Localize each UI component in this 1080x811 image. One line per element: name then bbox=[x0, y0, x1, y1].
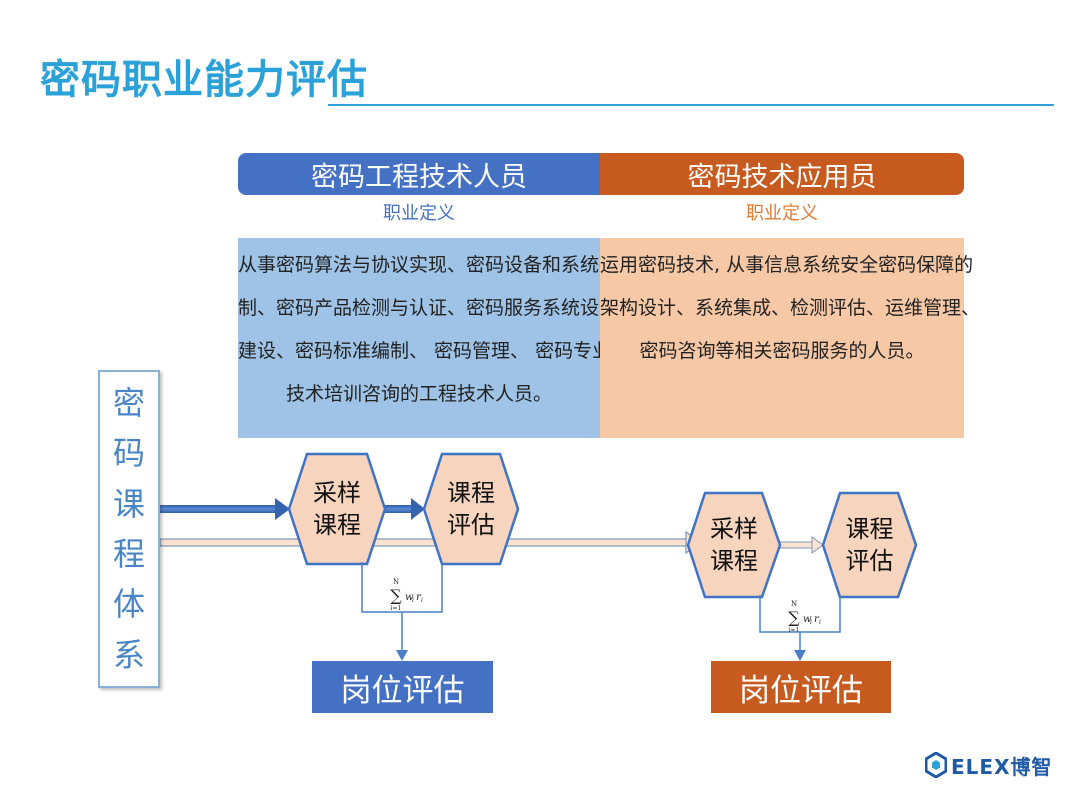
left-role-subtitle: 职业定义 bbox=[383, 203, 455, 224]
right-job-evaluation-box: 岗位评估 bbox=[711, 661, 891, 713]
definition-line: 从事密码算法与协议实现、密码设备和系统研 bbox=[238, 254, 619, 276]
curriculum-char: 密 bbox=[112, 384, 145, 423]
curriculum-char: 体 bbox=[112, 585, 145, 624]
orange-arrow-sample-to-eval bbox=[778, 536, 824, 554]
right-role-definition: 运用密码技术, 从事信息系统安全密码保障的 架构设计、系统集成、检测评估、运维管… bbox=[600, 238, 981, 438]
right-course-eval-label: 课程评估 bbox=[823, 510, 916, 580]
definition-line: 架构设计、系统集成、检测评估、运维管理、 bbox=[600, 297, 981, 319]
right-sample-course-label: 采样课程 bbox=[688, 510, 780, 580]
title-underline bbox=[328, 104, 1054, 106]
svg-text:w: w bbox=[405, 592, 414, 603]
svg-text:i: i bbox=[421, 597, 423, 604]
svg-text:∑: ∑ bbox=[788, 608, 800, 627]
svg-text:i: i bbox=[810, 619, 812, 626]
curriculum-char: 码 bbox=[112, 434, 145, 473]
right-sample-hexagon bbox=[686, 491, 782, 599]
left-sample-hexagon bbox=[287, 452, 387, 566]
left-role-definition: 从事密码算法与协议实现、密码设备和系统研 制、密码产品检测与认证、密码服务系统设… bbox=[238, 238, 619, 438]
svg-text:w: w bbox=[803, 614, 812, 625]
svg-text:∑: ∑ bbox=[390, 586, 402, 605]
curriculum-char: 课 bbox=[112, 484, 145, 523]
right-role-subtitle: 职业定义 bbox=[746, 203, 818, 224]
label-line: 采样 bbox=[313, 479, 361, 507]
right-eval-hexagon bbox=[821, 491, 918, 599]
label-line: 课程 bbox=[447, 479, 495, 507]
page-title: 密码职业能力评估 bbox=[40, 57, 368, 103]
svg-text:N: N bbox=[791, 600, 797, 608]
left-sample-course-label: 采样课程 bbox=[289, 474, 385, 544]
svg-text:i=1: i=1 bbox=[391, 605, 402, 612]
label-line: 评估 bbox=[845, 547, 894, 575]
svg-text:i=1: i=1 bbox=[789, 627, 800, 634]
definition-line: 运用密码技术, 从事信息系统安全密码保障的 bbox=[600, 254, 974, 276]
definition-line: 技术培训咨询的工程技术人员。 bbox=[285, 383, 552, 405]
blue-arrow-sample-to-eval bbox=[383, 498, 425, 520]
definition-line: 制、密码产品检测与认证、密码服务系统设计 bbox=[238, 297, 619, 319]
label-line: 采样 bbox=[710, 515, 758, 543]
svg-text:N: N bbox=[393, 578, 399, 586]
label-line: 课程 bbox=[313, 511, 361, 539]
curriculum-char: 系 bbox=[112, 635, 145, 674]
svg-text:r: r bbox=[814, 614, 820, 625]
left-aggregation-bracket bbox=[361, 562, 443, 613]
right-down-arrowhead bbox=[794, 650, 806, 661]
svg-text:r: r bbox=[416, 592, 422, 603]
label-line: 课程 bbox=[710, 547, 758, 575]
right-role-header: 密码技术应用员 bbox=[600, 153, 964, 195]
right-sum-formula: N ∑ i=1 w i r i bbox=[788, 600, 821, 634]
curriculum-system-box: 密 码 课 程 体 系 bbox=[98, 370, 160, 688]
left-job-evaluation-box: 岗位评估 bbox=[312, 661, 493, 713]
left-down-arrowhead bbox=[396, 650, 408, 661]
brand-logo: ELEX博智 bbox=[925, 748, 1053, 782]
left-role-header: 密码工程技术人员 bbox=[238, 153, 600, 195]
definition-line: 密码咨询等相关密码服务的人员。 bbox=[639, 340, 925, 362]
definition-line: 建设、密码标准编制、 密码管理、 密码专业 bbox=[238, 340, 612, 362]
curriculum-char: 程 bbox=[112, 535, 145, 574]
logo-text: ELEX博智 bbox=[951, 754, 1053, 779]
label-line: 评估 bbox=[447, 511, 495, 539]
left-eval-hexagon bbox=[422, 452, 520, 566]
label-line: 课程 bbox=[845, 515, 894, 543]
svg-text:i: i bbox=[819, 619, 821, 626]
elex-logo-icon bbox=[925, 752, 947, 778]
blue-arrow-to-sample bbox=[160, 498, 290, 520]
left-course-eval-label: 课程评估 bbox=[424, 474, 518, 544]
left-sum-formula: N ∑ i=1 w i r i bbox=[390, 578, 423, 612]
right-aggregation-bracket bbox=[759, 595, 841, 633]
svg-text:i: i bbox=[412, 597, 414, 604]
